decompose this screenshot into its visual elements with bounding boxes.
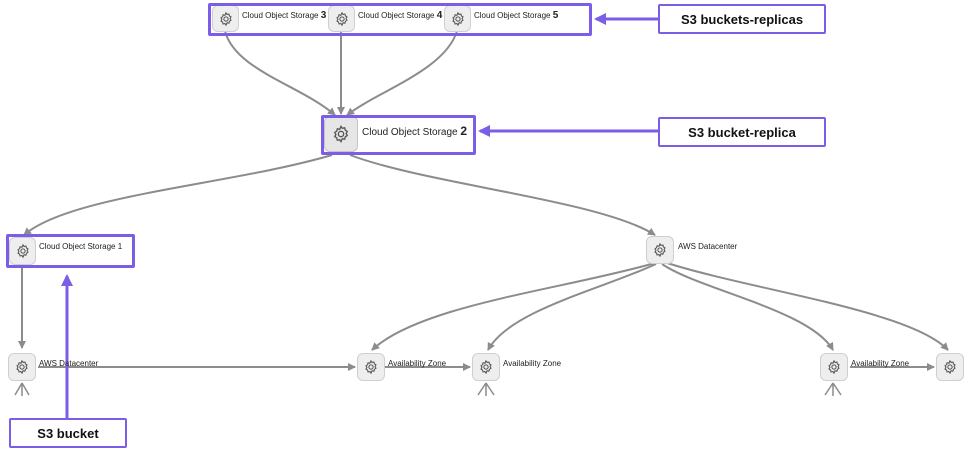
edge-cos5-cos2 (346, 30, 458, 116)
gear-icon (828, 359, 840, 375)
callout-s3-bucket-replica: S3 bucket-replica (658, 117, 826, 147)
gear-icon (944, 359, 956, 375)
label-availability-zone-1: Availability Zone (388, 359, 447, 368)
label-cos1: Cloud Object Storage 1 (39, 242, 123, 251)
gear-icon (451, 11, 464, 26)
edge-aws-az2 (487, 263, 657, 351)
node-far-right[interactable] (936, 353, 964, 381)
callout-s3-bucket: S3 bucket (9, 418, 127, 448)
node-cos5[interactable] (444, 5, 471, 32)
label-cos4: Cloud Object Storage 4 (358, 10, 443, 21)
label-availability-zone-3: Availability Zone (851, 359, 910, 368)
callout-s3-buckets-replicas: S3 buckets-replicas (658, 4, 826, 34)
stub-left (14, 382, 30, 396)
edge-cos2-cos1 (23, 154, 333, 236)
edge-aws-az3 (661, 263, 834, 351)
node-cos1[interactable] (9, 237, 36, 265)
highlight-replica (321, 115, 476, 155)
gear-icon (335, 11, 348, 26)
label-cos2: Cloud Object Storage 2 (362, 124, 468, 138)
edge-aws-node-far (663, 261, 949, 351)
node-aws-datacenter-right[interactable] (646, 236, 674, 264)
node-cos4[interactable] (328, 5, 355, 32)
label-aws-datacenter-left: AWS Datacenter (39, 359, 99, 368)
highlight-replicas (208, 3, 592, 36)
label-aws-datacenter-right: AWS Datacenter (678, 242, 738, 251)
gear-icon (365, 359, 377, 375)
node-availability-zone-1[interactable] (357, 353, 385, 381)
stub-az3 (824, 382, 842, 396)
node-availability-zone-2[interactable] (472, 353, 500, 381)
edge-cos2-aws-right (349, 154, 656, 236)
label-cos3: Cloud Object Storage 3 (242, 10, 327, 21)
highlight-bucket (6, 234, 135, 268)
gear-icon (16, 359, 28, 375)
gear-icon (219, 11, 232, 26)
gear-icon (480, 359, 492, 375)
gear-icon (654, 242, 666, 258)
stub-az2 (477, 382, 495, 396)
node-aws-datacenter-left[interactable] (8, 353, 36, 381)
edge-aws-az1 (371, 262, 656, 351)
node-availability-zone-3[interactable] (820, 353, 848, 381)
edge-cos3-cos2 (224, 30, 336, 116)
node-cos2[interactable] (324, 116, 358, 152)
gear-icon (333, 124, 349, 144)
label-availability-zone-2: Availability Zone (503, 359, 562, 368)
label-cos5: Cloud Object Storage 5 (474, 10, 559, 21)
gear-icon (16, 243, 29, 259)
